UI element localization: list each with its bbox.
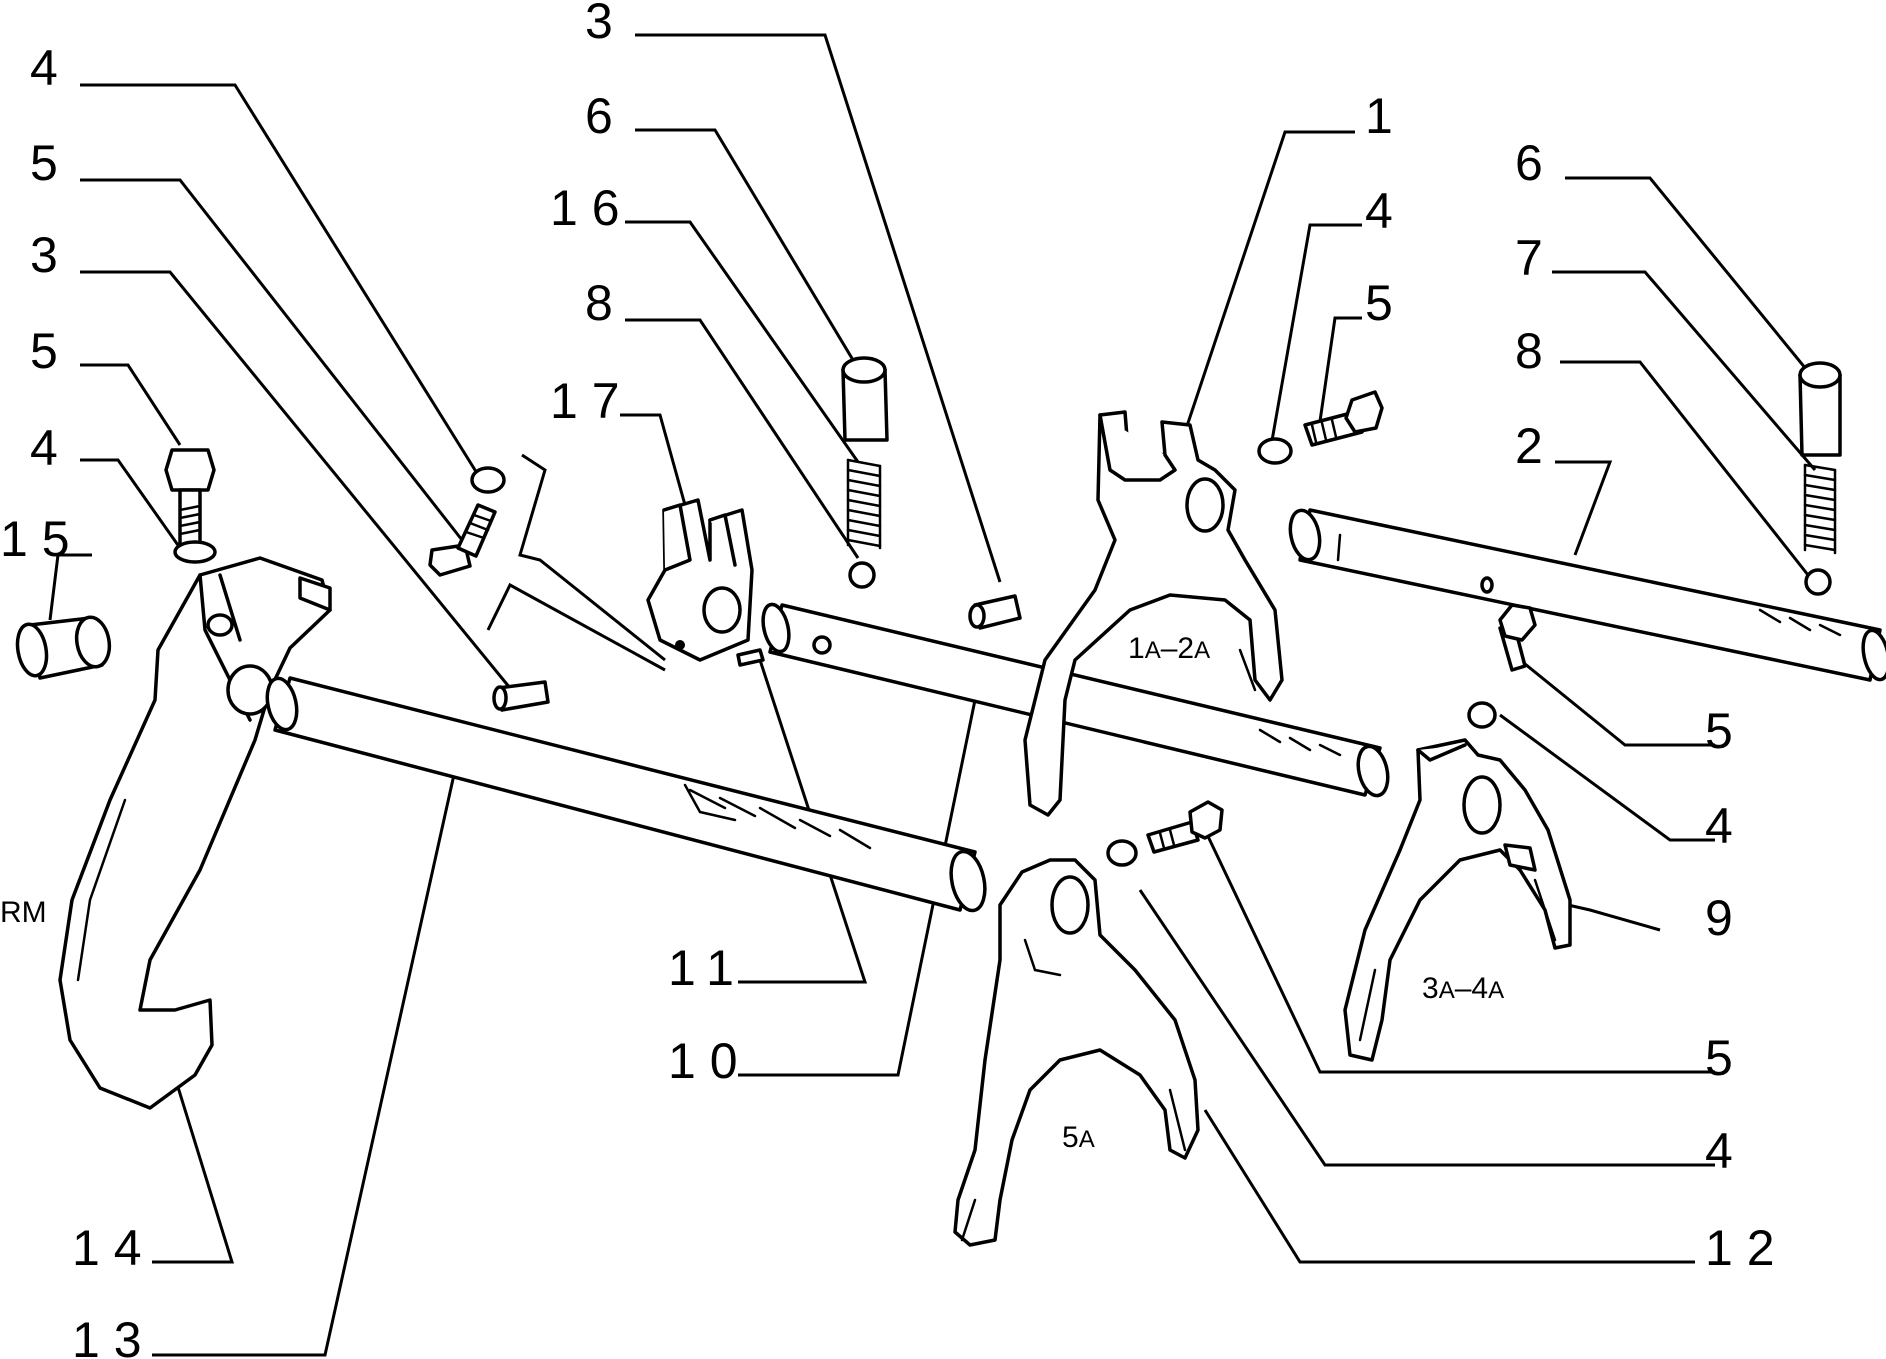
leader-6a <box>635 128 870 386</box>
callout-numbers: 4 5 3 5 4 15 3 6 16 8 17 1 4 5 6 7 8 2 5… <box>0 0 1789 1359</box>
label-12: 12 <box>1705 1220 1789 1276</box>
pin-3-left <box>492 680 550 712</box>
leader-7 <box>1552 270 1817 471</box>
leader-4b <box>80 458 182 549</box>
leader-14 <box>152 1044 235 1264</box>
washer-4-middle <box>470 466 506 494</box>
label-2: 2 <box>1515 418 1557 474</box>
leader-4a <box>80 83 482 479</box>
leader-17 <box>620 413 687 506</box>
gear-mark-5a: 5A <box>1062 1121 1095 1154</box>
label-4a: 4 <box>30 40 72 96</box>
bolt-5-right-mid <box>1498 603 1537 672</box>
leader-8b <box>1560 360 1810 576</box>
shaft-10 <box>761 602 1390 798</box>
leader-8a <box>625 318 860 559</box>
spring-16 <box>846 458 882 550</box>
leader-2 <box>1555 460 1613 556</box>
label-5d: 5 <box>1705 703 1747 759</box>
label-4d: 4 <box>1705 798 1747 854</box>
bushing-6-right <box>1798 361 1842 457</box>
label-13: 13 <box>72 1312 156 1359</box>
leader-16 <box>625 220 860 463</box>
label-4e: 4 <box>1705 1123 1747 1179</box>
leader-5b <box>80 363 182 446</box>
fork-1 <box>1023 410 1284 817</box>
label-11: 11 <box>668 940 748 996</box>
bushing-15 <box>15 615 112 680</box>
pin-3-top <box>968 594 1022 630</box>
label-3a: 3 <box>30 227 72 283</box>
washer-4-lower <box>1106 839 1138 867</box>
leader-12 <box>1203 1109 1695 1264</box>
label-1: 1 <box>1365 88 1407 144</box>
bolt-5-left <box>164 448 216 547</box>
leader-11 <box>738 659 868 984</box>
bracket-line <box>518 453 666 662</box>
label-17: 17 <box>550 373 634 429</box>
leader-4e <box>1138 889 1715 1167</box>
gear-mark-rm: RM <box>0 896 47 929</box>
label-3top: 3 <box>585 0 627 49</box>
label-5a: 5 <box>30 135 72 191</box>
label-5e: 5 <box>1705 1030 1747 1086</box>
gear-mark-1a-2a: 1A–2A <box>1128 632 1210 665</box>
label-10: 10 <box>668 1033 752 1089</box>
shaft-13 <box>265 676 987 913</box>
leader-4d <box>1499 713 1715 842</box>
leader-1 <box>1183 130 1355 433</box>
fork-9 <box>1343 738 1572 1062</box>
label-4b: 4 <box>30 420 72 476</box>
bushing-6-middle <box>841 356 889 442</box>
shaft-2 <box>1288 508 1886 682</box>
leader-5a <box>80 178 464 541</box>
bracket-line-2 <box>486 582 666 672</box>
gear-mark-3a-4a: 3A–4A <box>1422 972 1504 1005</box>
leader-5d <box>1519 658 1715 747</box>
bolt-5-lower <box>1146 800 1224 854</box>
label-8b: 8 <box>1515 323 1557 379</box>
spring-7 <box>1803 463 1837 555</box>
label-7: 7 <box>1515 230 1557 286</box>
label-14: 14 <box>72 1220 156 1276</box>
selector-17 <box>646 498 754 662</box>
leader-5e <box>1203 829 1715 1074</box>
washer-4-right-mid <box>1467 701 1497 729</box>
label-4c: 4 <box>1365 183 1407 239</box>
washer-4-right-top <box>1257 437 1293 465</box>
label-9: 9 <box>1705 890 1747 946</box>
reverse-fork-14 <box>58 556 332 1110</box>
leader-13 <box>152 769 457 1357</box>
leader-3a <box>80 270 512 689</box>
washer-4-left <box>173 540 217 564</box>
leader-5c <box>1316 316 1362 436</box>
label-15: 15 <box>0 511 84 567</box>
leader-6b <box>1565 176 1817 381</box>
leader-9 <box>1567 903 1661 932</box>
label-6a: 6 <box>585 88 627 144</box>
leader-lines <box>48 33 1817 1357</box>
pin-11 <box>736 648 765 667</box>
leader-3top <box>635 33 1002 583</box>
ball-8-right <box>1804 568 1832 596</box>
gear-marks: RM 1A–2A 3A–4A 5A <box>0 632 1504 1154</box>
leader-10 <box>738 699 977 1077</box>
ball-8-middle <box>848 561 876 589</box>
label-5b: 5 <box>30 323 72 379</box>
bolt-5-right-top <box>1303 390 1384 447</box>
label-8a: 8 <box>585 275 627 331</box>
label-5c: 5 <box>1365 275 1407 331</box>
label-6b: 6 <box>1515 135 1557 191</box>
fork-12 <box>953 858 1200 1247</box>
leader-4c <box>1268 223 1362 453</box>
label-16: 16 <box>550 180 634 236</box>
leader-15 <box>48 553 92 621</box>
bolt-5-middle <box>428 503 497 577</box>
